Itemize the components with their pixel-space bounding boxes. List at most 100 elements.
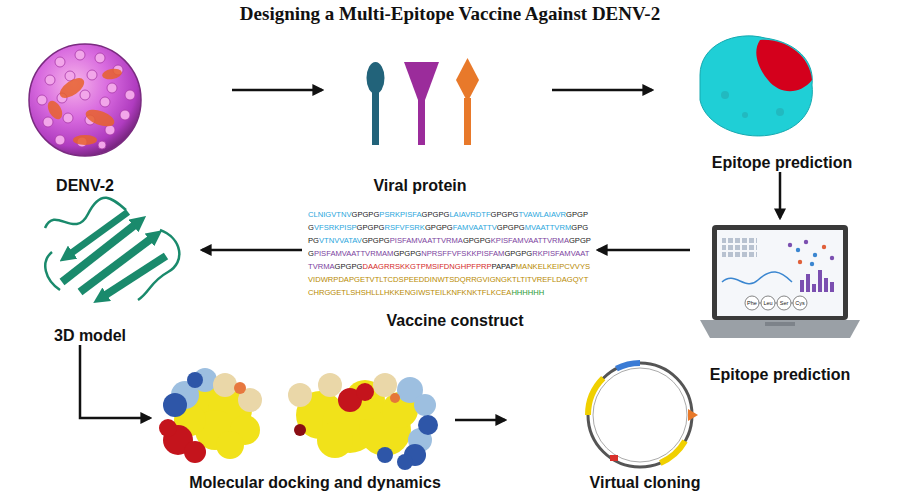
laptop-screen (717, 230, 843, 316)
sequence-segment: VFSRKPISP (314, 223, 357, 232)
sequence-segment: KPISFAMVAATTVRMA (491, 236, 569, 245)
sequence-segment: GPGPG (422, 210, 450, 219)
surface-dimple (776, 108, 784, 116)
plasmid-marker (610, 455, 618, 461)
diagram-title: Designing a Multi-Epitope Vaccine Agains… (0, 3, 900, 25)
virus-bump (87, 70, 97, 80)
virus-bump (98, 141, 106, 149)
screen-bar (806, 274, 810, 292)
sequence-segment: TVAWLAIAVR (518, 210, 566, 219)
stage-label: Epitope prediction (712, 153, 852, 172)
residue-label: Ser (780, 300, 789, 306)
virus-bump (100, 97, 110, 107)
surface-lobe (213, 373, 237, 397)
screen-bar (824, 278, 828, 292)
surface-lobe (234, 382, 246, 394)
surface-lobe (288, 383, 312, 407)
docking-complex (159, 368, 438, 470)
laptop-pad (765, 322, 795, 326)
sequence-segment: PSRKPISFA (379, 210, 421, 219)
surface-lobe (418, 415, 438, 435)
surface-lobe (390, 393, 400, 403)
stage-label: 3D model (54, 326, 126, 345)
protein-stem (418, 98, 425, 145)
screen-bar (812, 284, 816, 292)
plasmid-feature (616, 363, 640, 369)
stage-caption: Viral protein (373, 176, 466, 195)
virus-bump (45, 75, 55, 85)
virus-bumps (37, 50, 135, 149)
screen-bar (800, 280, 804, 292)
sequence-segment: GPGPG (357, 223, 385, 232)
stage-label: Molecular docking and dynamics (189, 473, 441, 492)
sequence-segment: GPGPG (351, 210, 379, 219)
stage-caption: Virtual cloning (590, 473, 701, 492)
scatter-dot (822, 245, 826, 249)
stage-caption: Epitope prediction (712, 153, 852, 172)
stage-label: Epitope prediction (710, 365, 850, 384)
virus-illustration (29, 44, 141, 156)
residue-circle (745, 296, 759, 310)
surface-lobe (377, 447, 393, 463)
virus-bump (95, 53, 105, 63)
virus-patch (84, 106, 117, 129)
sequence-segment: VTNVVATAV (319, 236, 362, 245)
plasmid-map (588, 363, 698, 467)
screen-bar (818, 270, 822, 292)
epitope-patch (756, 40, 812, 91)
virus-bump (75, 50, 85, 60)
scatter-dot (788, 243, 792, 247)
viral-protein-icons (367, 58, 480, 145)
sequence-segment: PISFAMVAATTVRMA (390, 236, 463, 245)
protein-surface (700, 36, 812, 136)
sequence-segment: MVAATTVRM (525, 223, 572, 232)
protein-head (456, 58, 479, 102)
scatter-dot (830, 256, 834, 260)
stage-caption: Molecular docking and dynamics (189, 473, 441, 492)
scatter-dot (804, 240, 808, 244)
sequence-segment: RSFVFSRK (384, 223, 425, 232)
stage-node: Virtual cloning (505, 388, 775, 492)
flow-arrow (598, 249, 690, 252)
stage-label: Vaccine construct (387, 311, 524, 330)
virus-bump (120, 110, 130, 120)
stage-node: Molecular docking and dynamics (150, 365, 455, 492)
sequence-segment: GPGPG (335, 262, 363, 271)
sequence-segment: GPGPG (362, 236, 390, 245)
sequence-segment: GPGPG (491, 210, 519, 219)
ribbon-model (45, 198, 179, 300)
epitope-surface (700, 36, 812, 136)
sequence-segment: GPGPG (393, 249, 421, 258)
stage-node: Viral protein (322, 55, 552, 195)
surface-lobe (184, 441, 206, 463)
sequence-segment: GPGPG (463, 236, 491, 245)
coil (45, 252, 60, 290)
sequence-segment: FAMVAATTV (453, 223, 497, 232)
flow-arrow (455, 419, 505, 422)
stage-label: DENV-2 (56, 176, 114, 195)
residue-circle (761, 296, 775, 310)
surface-dimple (742, 112, 748, 118)
surface-lobe (163, 393, 187, 417)
virus-patch (45, 98, 65, 121)
laptop-base (700, 320, 860, 338)
virus-bump (63, 113, 73, 123)
protein-head (404, 62, 439, 100)
laptop-frame (712, 225, 848, 320)
residue-circle (793, 296, 807, 310)
surface-lobe (216, 431, 244, 459)
scatter-dot (810, 262, 814, 266)
stage-caption: 3D model (54, 326, 126, 345)
sequence-segment: GPGPG (497, 223, 525, 232)
sequence-segment: GPGPG (425, 223, 453, 232)
virus-bump (43, 117, 53, 127)
residue-circle (777, 296, 791, 310)
stage-caption: DENV-2 (56, 176, 114, 195)
surface-lobe (397, 454, 413, 470)
screen-curve (722, 272, 792, 284)
surface-lobe (294, 424, 306, 436)
vaccine-sequence: CLNIGVTNVGPGPGPSRKPISFAGPGPGLAIAVRDTFGPG… (308, 208, 592, 299)
flow-arrow (80, 345, 150, 418)
beta-strand (104, 256, 166, 296)
residue-label: Cys (795, 300, 804, 306)
